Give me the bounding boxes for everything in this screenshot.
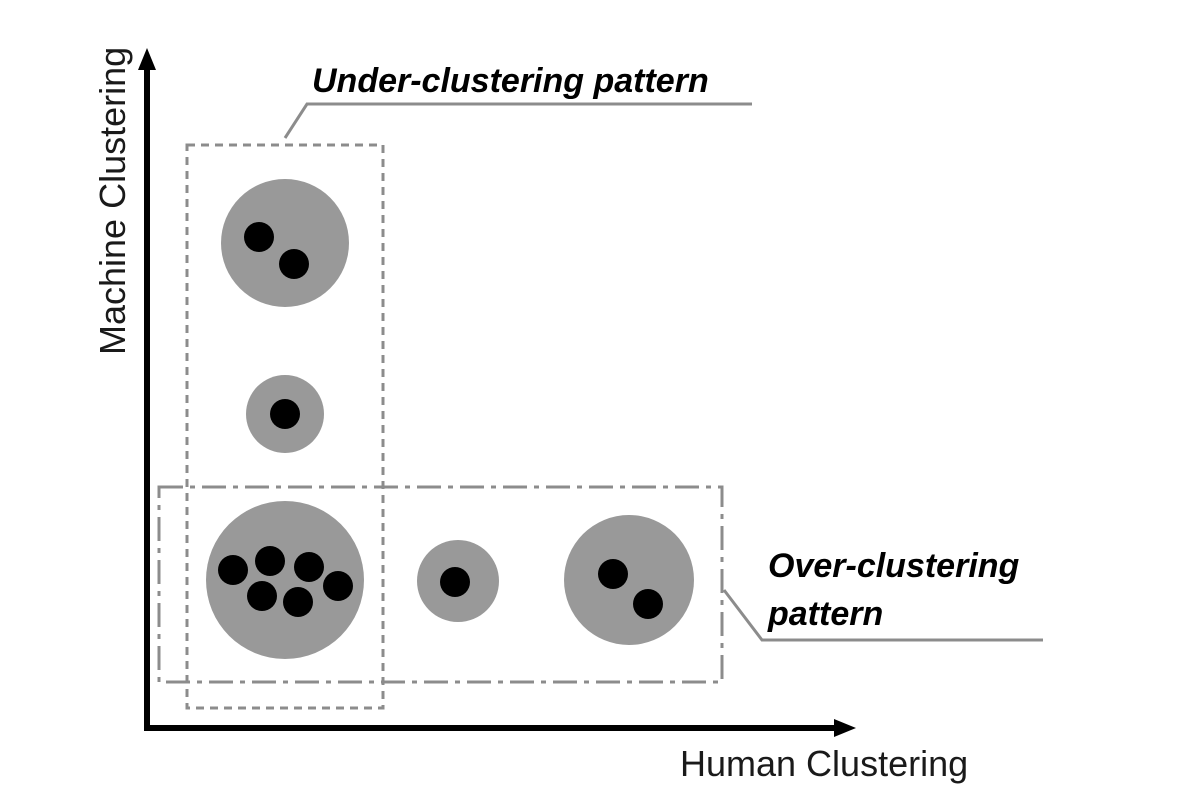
- y-axis-label: Machine Clustering: [92, 47, 133, 355]
- over-clustering-label-line1: Over-clustering: [768, 547, 1020, 585]
- cluster-circle: [221, 179, 349, 307]
- y-axis-arrowhead: [138, 48, 156, 70]
- x-axis-label: Human Clustering: [680, 743, 968, 784]
- data-point: [598, 559, 628, 589]
- data-point: [323, 571, 353, 601]
- cluster-bottom-right: [564, 515, 694, 645]
- data-point: [244, 222, 274, 252]
- data-point: [283, 587, 313, 617]
- data-point: [279, 249, 309, 279]
- over-clustering-label-line2: pattern: [767, 595, 883, 633]
- under-clustering-box: [185, 143, 385, 710]
- over-clustering-box: [157, 485, 724, 684]
- cluster-top-left: [221, 179, 349, 307]
- under-clustering-callout-line: [283, 102, 752, 139]
- cluster-circle: [564, 515, 694, 645]
- over-clustering-callout-line: [722, 589, 1043, 642]
- data-point: [247, 581, 277, 611]
- cluster-circle: [206, 501, 364, 659]
- data-point: [270, 399, 300, 429]
- data-point: [255, 546, 285, 576]
- cluster-bottom-mid: [417, 540, 499, 622]
- data-point: [440, 567, 470, 597]
- data-point: [218, 555, 248, 585]
- x-axis-arrowhead: [834, 719, 856, 737]
- cluster-bottom-left: [206, 501, 364, 659]
- under-clustering-label: Under-clustering pattern: [312, 62, 709, 100]
- cluster-mid-left: [246, 375, 324, 453]
- data-point: [633, 589, 663, 619]
- data-point: [294, 552, 324, 582]
